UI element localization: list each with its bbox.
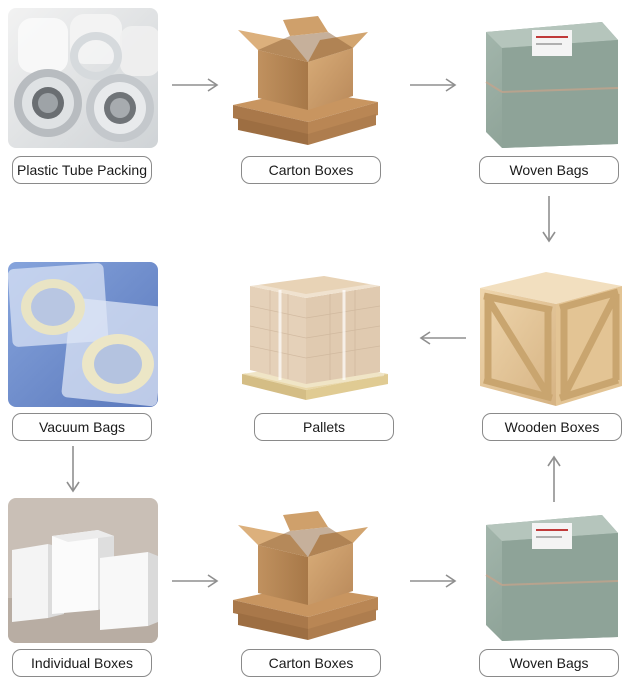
vacuum-bags-image <box>8 262 158 407</box>
arrow-down-icon <box>542 196 556 243</box>
woven-bags-top-image <box>482 12 622 150</box>
plastic-tube-packing-image <box>8 8 158 148</box>
arrow-right-icon <box>172 574 219 588</box>
arrow-right-icon <box>410 574 457 588</box>
arrow-left-icon <box>419 331 466 345</box>
plastic-tube-packing-label: Plastic Tube Packing <box>12 156 152 184</box>
woven-bags-top-label: Woven Bags <box>479 156 619 184</box>
carton-boxes-bottom-image <box>228 505 378 645</box>
individual-boxes-image <box>8 498 158 643</box>
woven-bags-bottom-label: Woven Bags <box>479 649 619 677</box>
arrow-up-icon <box>547 455 561 502</box>
pallets-image <box>240 266 390 411</box>
individual-boxes-label: Individual Boxes <box>12 649 152 677</box>
wooden-boxes-image <box>476 268 626 408</box>
arrow-right-icon <box>410 78 457 92</box>
woven-bags-bottom-image <box>482 505 622 643</box>
vacuum-bags-label: Vacuum Bags <box>12 413 152 441</box>
carton-boxes-top-image <box>228 10 378 150</box>
carton-boxes-top-label: Carton Boxes <box>241 156 381 184</box>
carton-boxes-bottom-label: Carton Boxes <box>241 649 381 677</box>
arrow-down-icon <box>66 446 80 493</box>
pallets-label: Pallets <box>254 413 394 441</box>
wooden-boxes-label: Wooden Boxes <box>482 413 622 441</box>
arrow-right-icon <box>172 78 219 92</box>
